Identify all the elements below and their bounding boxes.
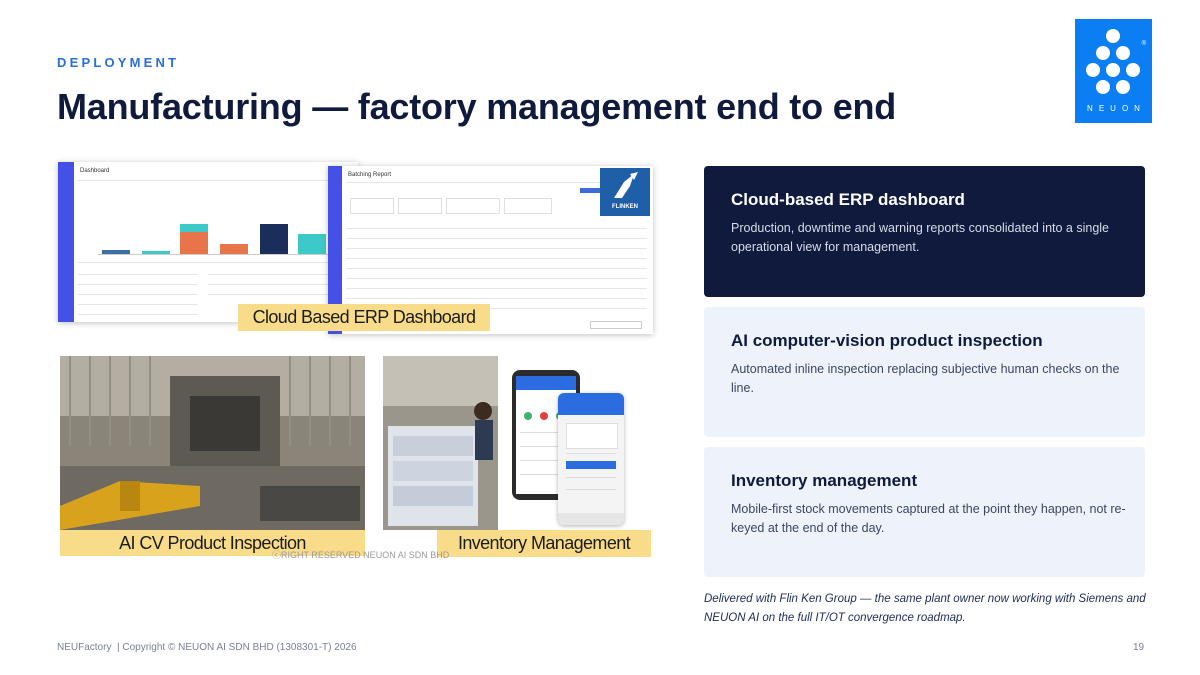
footer-copyright: NEUFactory | Copyright © NEUON AI SDN BH… (57, 642, 357, 653)
card-title: AI computer-vision product inspection (731, 331, 1043, 350)
card-title: Cloud-based ERP dashboard (731, 190, 965, 209)
inventory-caption: Inventory Management (437, 530, 651, 557)
copyright-watermark: ⓒRIGHT RESERVED NEUON AI SDN BHD (272, 550, 450, 560)
erp-dashboard-screenshot: Dashboard (58, 162, 358, 322)
phone-mockup-front (558, 393, 624, 525)
dashboard-bar-chart (98, 202, 348, 255)
flinken-logo: FLINKEN (600, 168, 650, 216)
dashboard-title: Dashboard (80, 168, 110, 174)
slide-title: Manufacturing — factory management end t… (57, 86, 897, 127)
card-cv-inspection: AI computer-vision product inspection Au… (704, 307, 1145, 437)
card-inventory: Inventory management Mobile-first stock … (704, 447, 1145, 577)
card-body: Production, downtime and warning reports… (731, 221, 1110, 254)
logo-registered-mark: ® (1141, 41, 1146, 47)
logo-wordmark: NEUON (1087, 104, 1146, 113)
cv-caption: AI CV Product Inspection (60, 530, 365, 556)
neuon-logo: ® NEUON (1075, 19, 1152, 123)
inventory-photo (383, 356, 498, 530)
card-title: Inventory management (731, 471, 918, 490)
flinken-mark-icon (614, 172, 638, 198)
card-erp-dashboard: Cloud-based ERP dashboard Production, do… (704, 166, 1145, 297)
delivery-note: Delivered with Flin Ken Group — the same… (704, 593, 1146, 624)
cv-inspection-photo (60, 356, 365, 530)
flinken-label: FLINKEN (612, 204, 638, 210)
page-number: 19 (1133, 642, 1145, 653)
card-body: Automated inline inspection replacing su… (731, 362, 1120, 395)
batching-report-title: Batching Report (348, 172, 392, 178)
card-body: Mobile-first stock movements captured at… (731, 502, 1126, 535)
section-eyebrow: DEPLOYMENT (57, 55, 180, 70)
erp-caption: Cloud Based ERP Dashboard (238, 304, 490, 331)
